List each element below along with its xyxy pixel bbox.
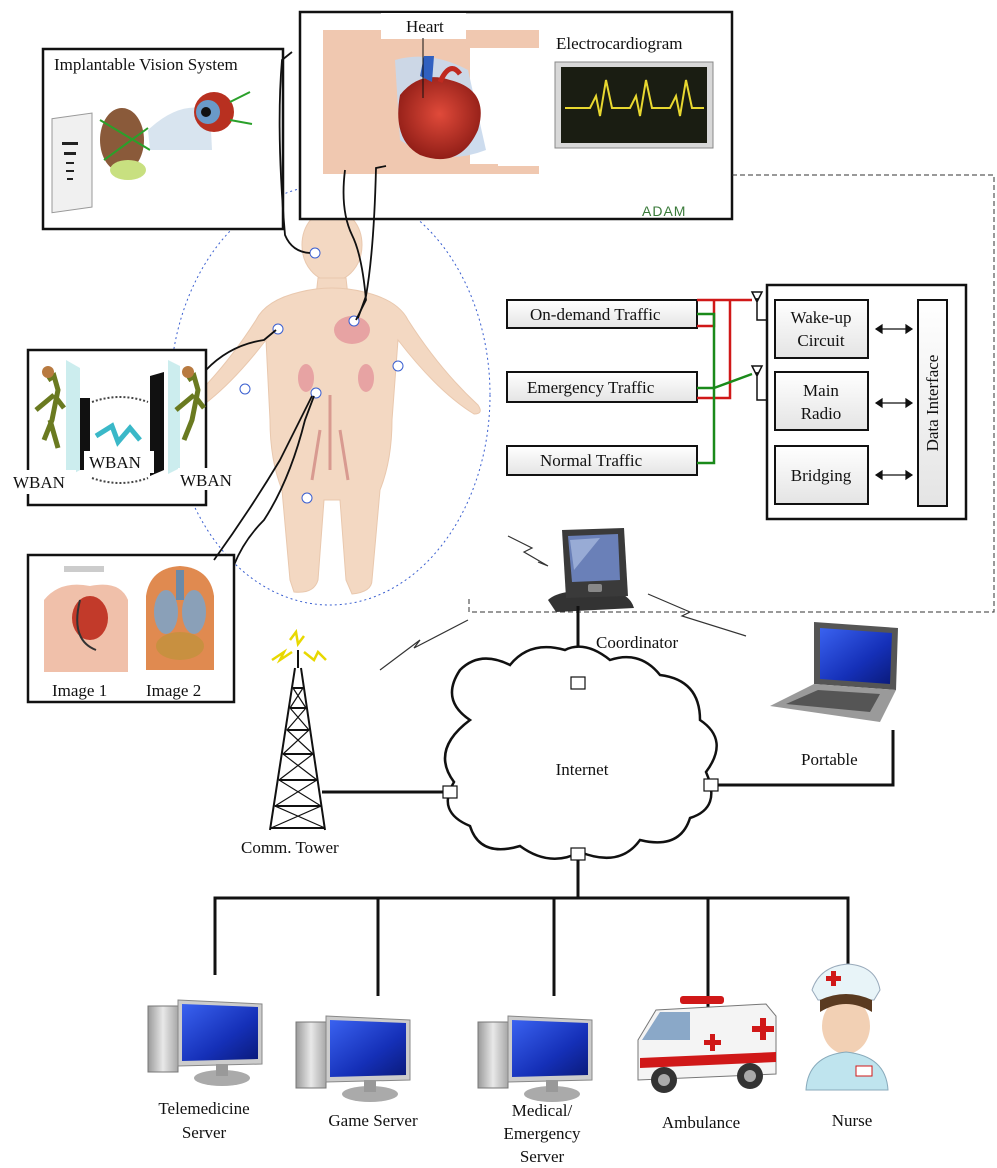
main-radio-box [774, 371, 869, 431]
panel-to-sensor-wires [205, 51, 387, 566]
image-2-illustration [146, 566, 214, 670]
coordinator-callout-outline [468, 174, 995, 613]
image-1-illustration [44, 566, 128, 672]
wban-panel: WBAN WBAN WBAN [10, 348, 244, 507]
portable-laptop [770, 622, 898, 722]
organ-markers [298, 316, 374, 481]
emergency-traffic-box [506, 371, 698, 403]
game-server-label: Game Server [328, 1111, 418, 1130]
data-interface-label: Data Interface [923, 355, 942, 452]
on-demand-traffic-box [506, 299, 698, 329]
main-radio-line1: Main [803, 381, 839, 400]
body-area [169, 184, 491, 606]
wakeup-circuit-line2: Circuit [797, 331, 844, 350]
lightning-bolt-icon [647, 593, 747, 637]
telemedicine-server-line1: Telemedicine [158, 1099, 249, 1118]
network-ports [442, 676, 719, 861]
coordinator-label: Coordinator [596, 633, 678, 652]
medical-images-panel: Image 1 Image 2 [26, 553, 236, 704]
nurse-label: Nurse [832, 1111, 873, 1130]
bridging-label: Bridging [791, 466, 852, 485]
heart-ecg-panel: Heart Electrocardiogram ADAM [298, 10, 734, 221]
wireless-links [379, 535, 747, 671]
on-demand-traffic-label: On-demand Traffic [530, 305, 661, 324]
ecg-monitor [554, 61, 714, 149]
main-radio-line2: Radio [801, 404, 842, 423]
image-1-caption: Image 1 [52, 681, 107, 700]
traffic-section: On-demand Traffic Emergency Traffic Norm… [506, 283, 968, 521]
wakeup-circuit-box [774, 299, 869, 359]
wban-label-right: WBAN [180, 471, 232, 490]
ambulance-label: Ambulance [662, 1113, 740, 1132]
heart-illustration [323, 30, 546, 174]
comm-tower-label: Comm. Tower [241, 838, 339, 857]
medical-server-line3: Server [520, 1147, 565, 1166]
internet-cloud [443, 645, 718, 860]
heart-label: Heart [406, 17, 444, 36]
vision-panel: Implantable Vision System [41, 47, 285, 231]
comm-tower [269, 628, 327, 831]
antenna-icons [750, 291, 775, 401]
vision-panel-title: Implantable Vision System [54, 55, 238, 74]
human-body-figure [183, 208, 481, 595]
medical-server-line1: Medical/ [512, 1101, 573, 1120]
data-interface-arrows [874, 323, 914, 481]
internet-label: Internet [556, 760, 609, 779]
game-server-computer [295, 1015, 411, 1102]
coordinator-device [548, 528, 634, 612]
network-links [213, 606, 895, 1010]
image-2-caption: Image 2 [146, 681, 201, 700]
data-interface-box [917, 299, 948, 507]
wakeup-circuit-line1: Wake-up [791, 308, 852, 327]
wban-illustration [34, 360, 206, 484]
wban-label-center: WBAN [89, 453, 141, 472]
adam-brand-mark: ADAM [642, 203, 686, 219]
nurse-icon [805, 963, 889, 1091]
vision-illustration [51, 91, 253, 214]
telemedicine-server-line2: Server [182, 1123, 227, 1142]
telemedicine-server-computer [147, 999, 263, 1086]
traffic-routing-lines [697, 298, 753, 465]
lightning-bolt-icon [379, 619, 469, 671]
ambulance-icon [637, 996, 777, 1093]
lightning-bolt-icon [507, 535, 549, 567]
portable-label: Portable [801, 750, 858, 769]
normal-traffic-label: Normal Traffic [540, 451, 643, 470]
medical-server-line2: Emergency [503, 1124, 581, 1143]
bridging-box [774, 445, 869, 505]
emergency-traffic-label: Emergency Traffic [527, 378, 655, 397]
normal-traffic-box [506, 445, 698, 476]
medical-emergency-server-computer [477, 1015, 593, 1102]
wban-label-left: WBAN [13, 473, 65, 492]
ecg-label: Electrocardiogram [556, 34, 683, 53]
